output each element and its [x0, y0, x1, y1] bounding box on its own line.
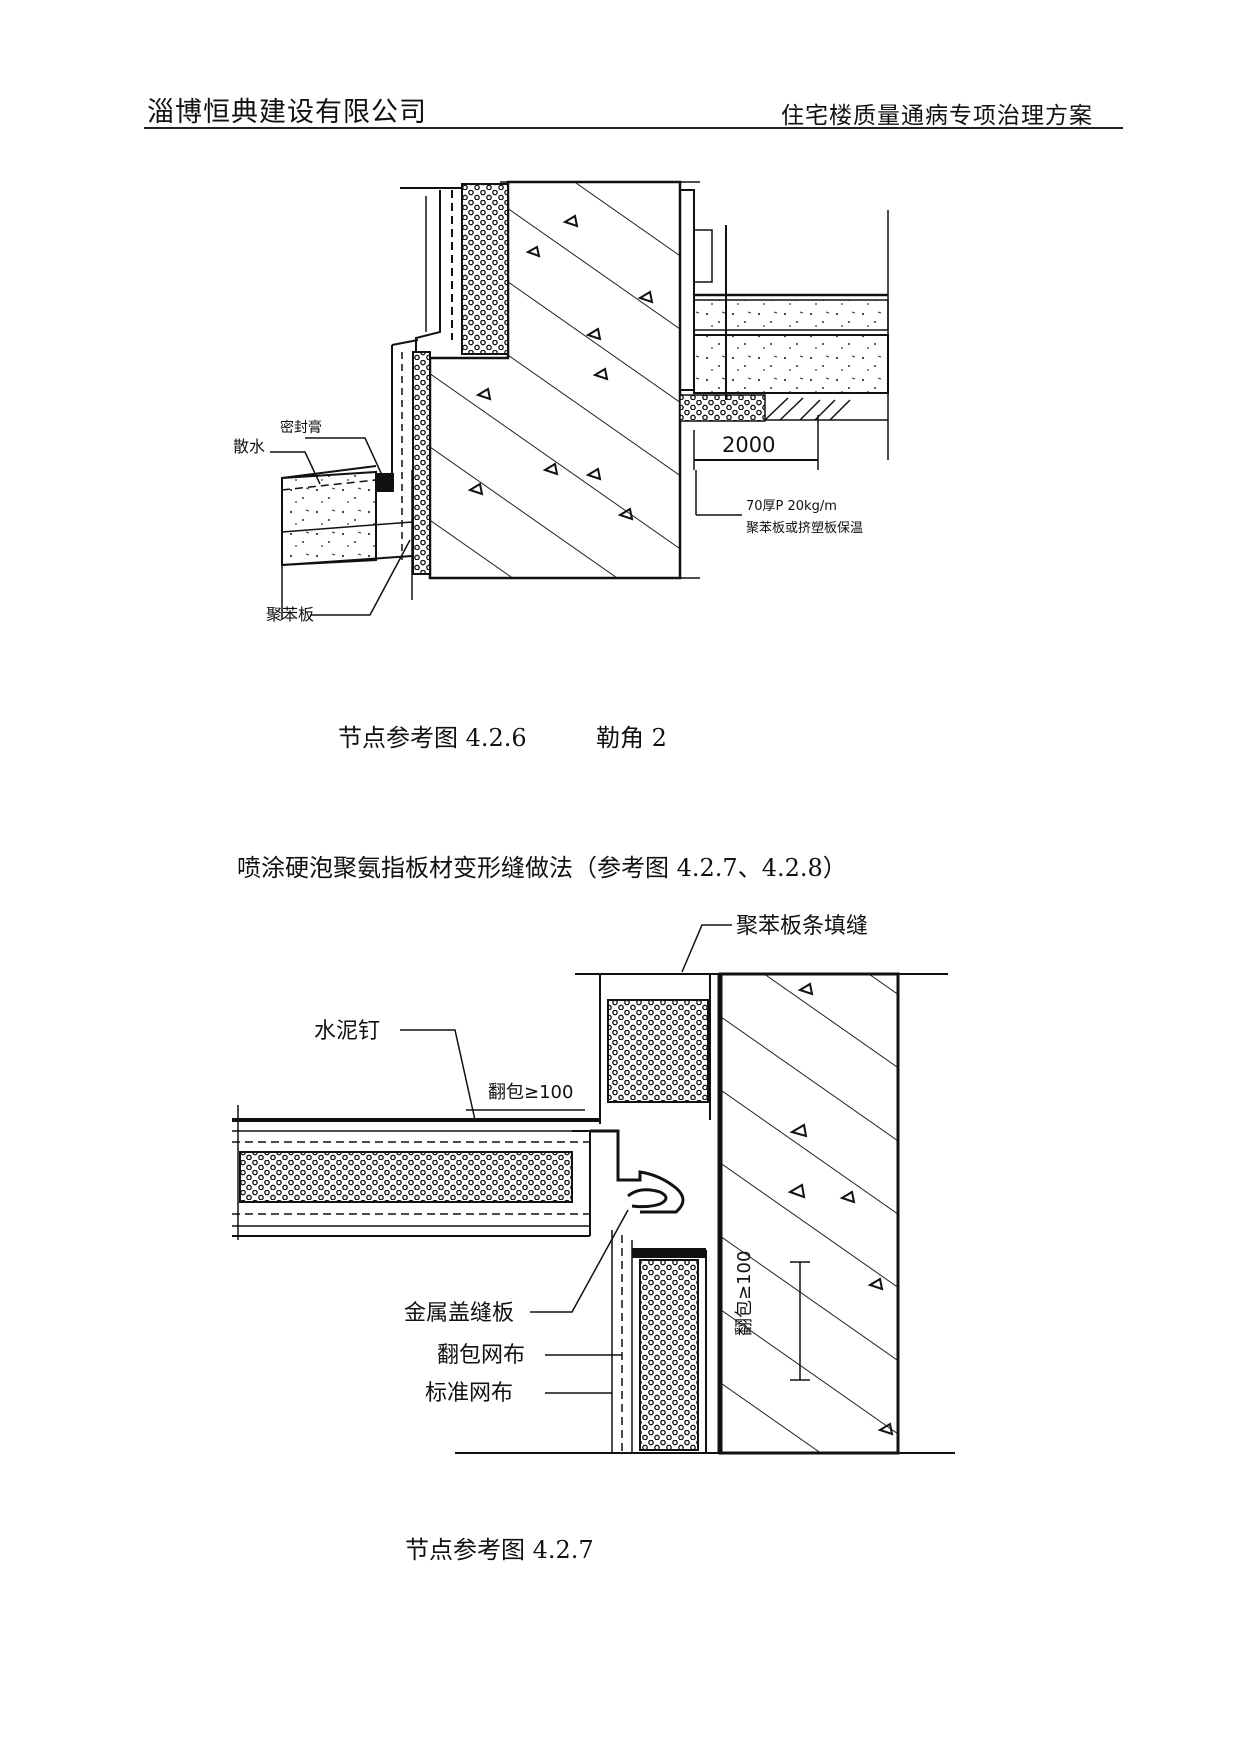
figure-1-caption-name: 勒角 2: [596, 724, 667, 752]
fig1-label-sanshui: 散水: [233, 437, 265, 456]
section-heading: 喷涂硬泡聚氨指板材变形缝做法（参考图 4.2.7、4.2.8）: [237, 854, 847, 882]
fig2-label-fanbao-v: 翻包≥100: [734, 1251, 755, 1336]
fig2-label-gaifengban: 金属盖缝板: [404, 1301, 514, 1326]
figure-1-plinth-detail: 2000 70厚P 20kg/m 聚苯板或挤塑板保温 散水 密封膏 聚苯板: [233, 180, 889, 624]
fig2-label-biaozhun-wangbu: 标准网布: [425, 1381, 513, 1406]
document-title: 住宅楼质量通病专项治理方案: [781, 103, 1093, 129]
fig2-label-fanbao-wangbu: 翻包网布: [437, 1343, 525, 1368]
figure-2-caption: 节点参考图 4.2.7: [405, 1536, 594, 1564]
figure-1-caption-number: 节点参考图 4.2.6: [338, 724, 527, 752]
fig1-label-mifeng: 密封膏: [280, 419, 322, 436]
fig1-note-line1: 70厚P 20kg/m: [746, 499, 837, 514]
figure-2-deformation-joint: 聚苯板条填缝 水泥钉 翻包≥100 翻包≥100 金属盖缝板 翻包网布 标准网布: [232, 914, 955, 1455]
company-name: 淄博恒典建设有限公司: [147, 97, 427, 128]
fig1-note-line2: 聚苯板或挤塑板保温: [746, 521, 863, 536]
fig1-label-jubenban: 聚苯板: [266, 605, 314, 624]
header-rule: [144, 127, 1123, 129]
fig2-label-fanbao-h: 翻包≥100: [488, 1082, 573, 1103]
fig2-label-tianfeng: 聚苯板条填缝: [736, 914, 868, 939]
fig1-dim-2000: 2000: [722, 433, 775, 457]
fig2-label-shuinding: 水泥钉: [314, 1019, 380, 1044]
